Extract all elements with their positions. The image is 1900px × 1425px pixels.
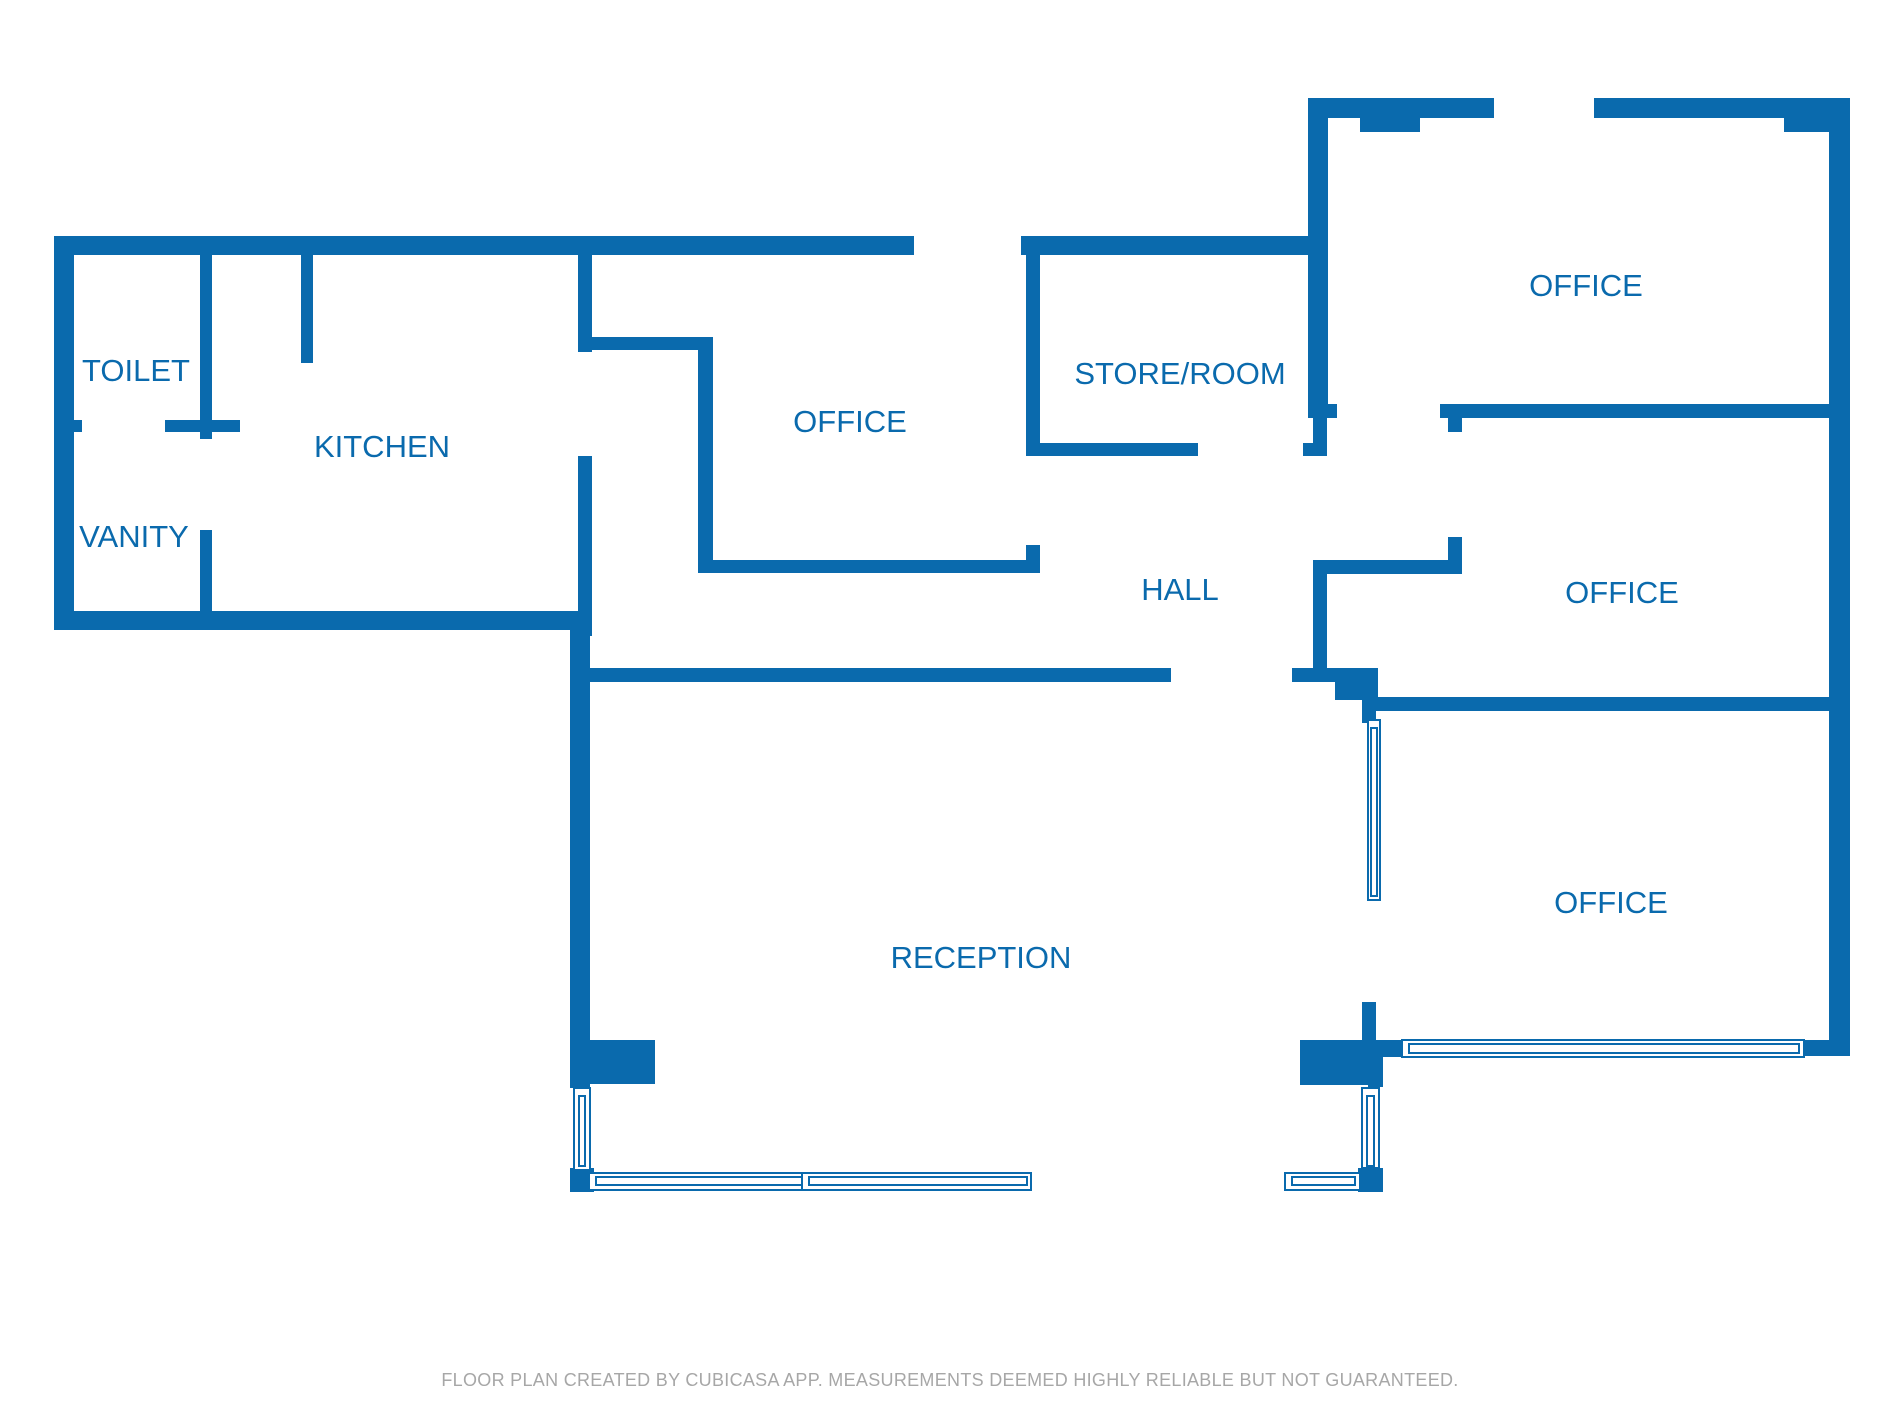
room-label-office-mid-right: OFFICE [1565,575,1679,610]
room-label-kitchen: KITCHEN [314,429,450,464]
window [1408,1043,1800,1054]
wall [578,337,713,350]
wall [1360,118,1420,132]
room-label-office-center: OFFICE [793,404,907,439]
wall [54,611,585,630]
wall [1440,404,1850,418]
wall [54,236,914,255]
windows [573,719,1805,1191]
room-label-office-top-right: OFFICE [1529,268,1643,303]
wall [1804,1040,1850,1056]
wall [570,1040,655,1084]
room-label-vanity: VANITY [79,519,189,554]
wall [570,611,590,1088]
wall [1021,236,1327,255]
wall [1784,118,1829,132]
window [1370,727,1378,897]
wall [1303,443,1327,456]
wall [1313,560,1327,682]
wall [1829,98,1850,1056]
wall [698,560,1040,573]
room-label-toilet: TOILET [82,353,190,388]
room-labels: TOILET VANITY KITCHEN OFFICE STORE/ROOM … [79,268,1679,975]
disclaimer-text: FLOOR PLAN CREATED BY CUBICASA APP. MEAS… [441,1370,1459,1390]
window [808,1176,1028,1186]
wall [698,337,713,572]
wall [1026,443,1198,456]
window [578,1095,586,1167]
wall [54,236,74,630]
wall [301,236,313,363]
wall [1368,1054,1383,1087]
window [595,1176,803,1186]
wall [74,420,82,432]
room-label-store-room: STORE/ROOM [1074,356,1285,391]
wall [200,236,212,439]
wall [1026,545,1040,573]
wall [1308,404,1337,418]
room-label-reception: RECEPTION [891,940,1072,975]
wall [1313,560,1462,574]
room-label-hall: HALL [1141,572,1219,607]
wall [1026,236,1040,455]
wall [578,236,592,352]
window [1366,1095,1375,1167]
wall [578,456,592,636]
wall [1594,98,1850,118]
walls [54,98,1850,1192]
wall [1380,1040,1402,1057]
window [1291,1176,1356,1186]
room-label-office-bottom-right: OFFICE [1554,885,1668,920]
wall [1308,98,1494,118]
wall [1374,697,1850,711]
wall [1448,537,1462,574]
wall [586,668,1171,682]
wall [1362,668,1376,723]
wall [1308,98,1328,418]
wall [165,420,240,432]
wall [1358,1168,1383,1192]
wall [200,530,212,630]
